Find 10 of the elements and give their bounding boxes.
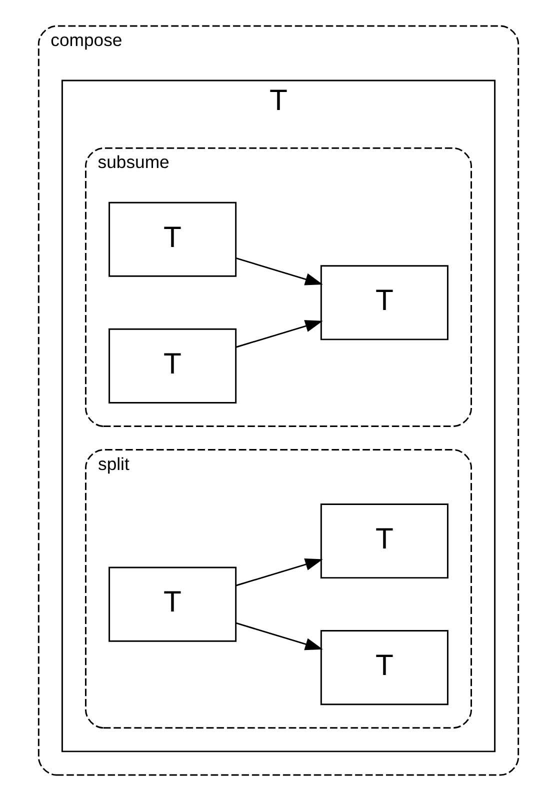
node-box: T — [108, 566, 237, 642]
node-box: T — [108, 202, 237, 277]
arrow — [236, 257, 323, 286]
arrow — [236, 558, 323, 586]
node-box: T — [320, 504, 448, 579]
arrow — [236, 622, 323, 650]
node-box: T — [320, 630, 448, 706]
node-box: T — [320, 265, 448, 340]
arrow — [236, 320, 323, 348]
node-box: T — [108, 328, 237, 404]
